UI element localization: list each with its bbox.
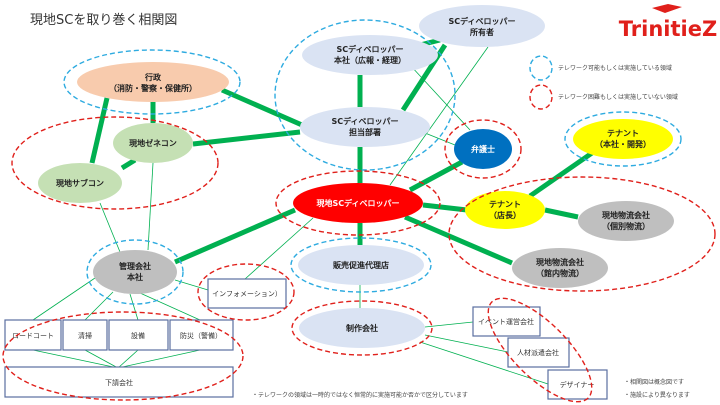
developer-dept-sublabel: 担当部署 — [349, 127, 381, 137]
legend-difficult-label: テレワーク困難もしくは実施していない領域 — [558, 93, 678, 101]
legend-possible-swatch — [529, 55, 553, 81]
lawyer-label: 弁護士 — [471, 144, 495, 154]
information-label: インフォメーション） — [212, 290, 282, 298]
node-developer-owner[interactable]: SCディベロッパー 所有者 — [419, 5, 545, 47]
zenecon-label: 現地ゼネコン — [129, 138, 177, 148]
box-subcontractor[interactable]: 下請会社 — [4, 366, 234, 398]
tenant-hq-label: テナント — [607, 129, 639, 138]
node-subcon[interactable]: 現地サブコン — [38, 163, 122, 203]
production-label: 制作会社 — [346, 323, 378, 333]
node-promo-agency[interactable]: 販売促進代理店 — [298, 245, 424, 285]
logistics-individual-label: 現地物流会社 — [602, 210, 650, 220]
box-disaster-security[interactable]: 防災（警備） — [169, 319, 234, 351]
cleaning-label: 清掃 — [78, 331, 92, 340]
node-developer-hq[interactable]: SCディベロッパー 本社（広報・経理） — [302, 35, 438, 75]
developer-owner-sublabel: 所有者 — [469, 27, 494, 37]
node-logistics-individual[interactable]: 現地物流会社 （個別物流） — [578, 201, 674, 241]
box-designer[interactable]: デザイナー — [547, 369, 608, 400]
tenant-hq-sublabel: （本社・開発） — [595, 139, 651, 149]
svg-text:TrinitieZ: TrinitieZ — [619, 17, 717, 41]
staffing-company-label: 人材派遣会社 — [517, 348, 559, 357]
note-telework-definition: ・テレワークの領域は一時的ではなく恒常的に実施可能か否かで区分しています — [252, 391, 468, 399]
node-management-hq[interactable]: 管理会社 本社 — [93, 250, 177, 294]
box-facilities[interactable]: 設備 — [108, 319, 169, 351]
subcon-label: 現地サブコン — [56, 178, 104, 188]
box-information[interactable]: インフォメーション） — [207, 278, 287, 309]
box-staffing-company[interactable]: 人材派遣会社 — [507, 337, 570, 368]
node-zenecon[interactable]: 現地ゼネコン — [113, 123, 193, 163]
gyosei-label: 行政 — [144, 72, 161, 82]
node-tenant-manager[interactable]: テナント （店長） — [465, 191, 545, 229]
box-cleaning[interactable]: 清掃 — [62, 319, 108, 351]
developer-dept-label: SCディベロッパー — [331, 116, 398, 126]
box-event-company[interactable]: イベント運営会社 — [472, 306, 541, 337]
developer-hq-sublabel: 本社（広報・経理） — [333, 55, 406, 65]
local-developer-label: 現地SCディベロッパー — [316, 198, 399, 208]
trinitiez-logo: TrinitieZ — [619, 4, 717, 41]
node-tenant-hq[interactable]: テナント （本社・開発） — [573, 119, 673, 159]
logistics-inhouse-sublabel: （館内物流） — [536, 268, 584, 278]
management-hq-sublabel: 本社 — [126, 272, 143, 282]
note-varies: ・施設により異なります — [624, 391, 690, 399]
legend-possible-label: テレワーク可能もしくは実施している領域 — [558, 64, 672, 72]
subcontractor-label: 下請会社 — [105, 378, 133, 387]
developer-owner-label: SCディベロッパー — [448, 16, 515, 26]
weak-relations — [32, 46, 549, 385]
legend-difficult-swatch — [529, 84, 553, 110]
telework-regions — [2, 19, 716, 403]
management-hq-label: 管理会社 — [119, 261, 151, 271]
node-developer-dept[interactable]: SCディベロッパー 担当部署 — [300, 107, 430, 147]
gyosei-sublabel: （消防・警察・保健所） — [109, 83, 197, 93]
node-logistics-inhouse[interactable]: 現地物流会社 （館内物流） — [512, 248, 608, 288]
logistics-inhouse-label: 現地物流会社 — [536, 257, 584, 267]
promo-agency-label: 販売促進代理店 — [333, 260, 389, 270]
strong-relations — [89, 37, 594, 266]
developer-hq-label: SCディベロッパー — [336, 44, 403, 54]
tenant-manager-label: テナント — [489, 200, 521, 209]
logistics-individual-sublabel: （個別物流） — [602, 221, 650, 231]
tenant-manager-sublabel: （店長） — [489, 210, 521, 220]
node-lawyer[interactable]: 弁護士 — [454, 129, 512, 169]
page-title: 現地SCを取り巻く相関図 — [30, 13, 177, 28]
road-coat-label: ロードコート — [12, 332, 54, 340]
facilities-label: 設備 — [131, 331, 145, 340]
legend: テレワーク可能もしくは実施している領域 テレワーク困難もしくは実施していない領域 — [529, 55, 678, 110]
node-local-developer[interactable]: 現地SCディベロッパー — [293, 183, 423, 223]
note-concept: ・相関図は概念図です — [624, 378, 684, 386]
disaster-security-label: 防災（警備） — [180, 331, 222, 340]
node-gyosei[interactable]: 行政 （消防・警察・保健所） — [77, 62, 229, 102]
box-road-coat[interactable]: ロードコート — [4, 319, 62, 351]
event-company-label: イベント運営会社 — [478, 317, 534, 326]
node-production[interactable]: 制作会社 — [299, 308, 425, 348]
designer-label: デザイナー — [560, 380, 595, 389]
